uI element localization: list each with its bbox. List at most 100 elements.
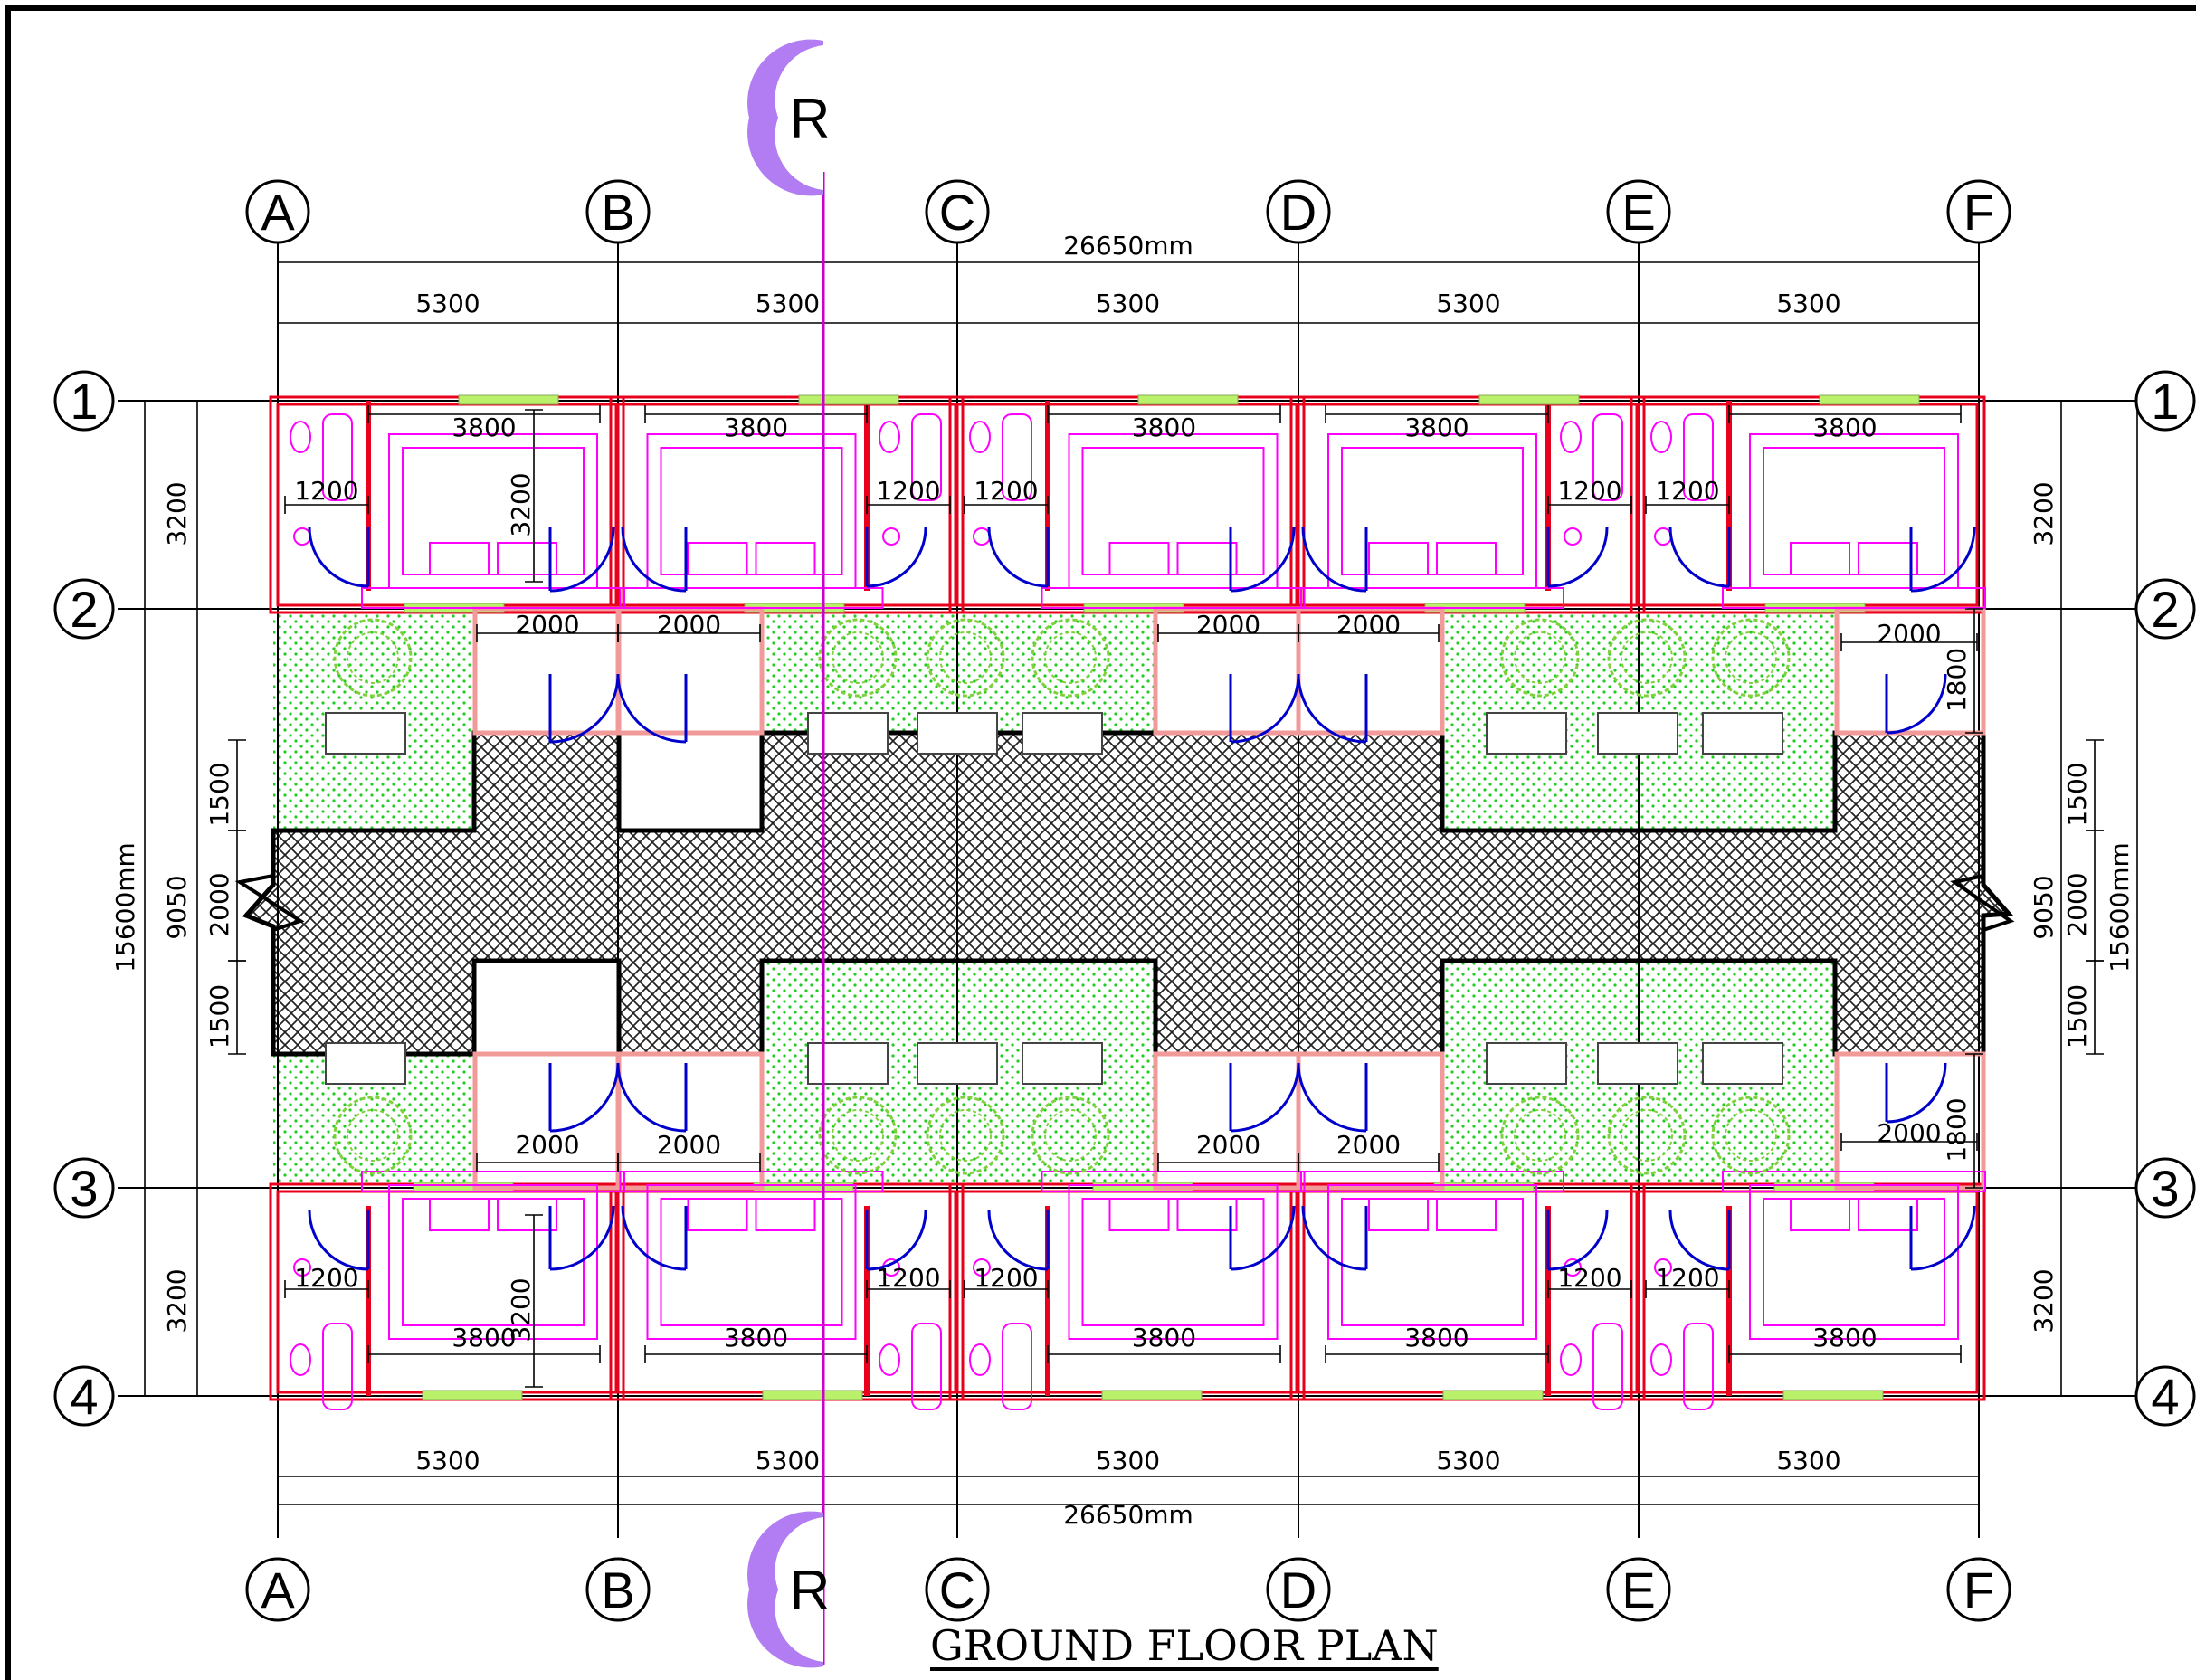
door-swing — [1297, 673, 1367, 744]
dim-bay-top-1-label: 5300 — [415, 289, 480, 318]
lobby-extra-1-bottom — [1296, 1051, 1445, 1191]
dim-room-depth-right-bottom — [2052, 1187, 2070, 1397]
window-top-4 — [1478, 394, 1580, 405]
grid-bubble-F-top: F — [1946, 179, 2011, 244]
grid-bubble-label: A — [261, 1561, 295, 1618]
grid-bubble-circle — [925, 179, 990, 244]
door-swing — [1297, 1062, 1367, 1133]
headboard — [1300, 1171, 1564, 1192]
pillow — [1790, 1198, 1850, 1231]
bed-bottom-5 — [1722, 1171, 1986, 1340]
door-lobby-D-bottom-right — [1297, 1062, 1368, 1133]
shrub-inner — [347, 1109, 399, 1162]
dim-bath-top-2 — [866, 496, 951, 514]
dim-bedroom-top-1-label: 3800 — [452, 413, 516, 442]
toilet — [1560, 1343, 1582, 1376]
grid-bubble-circle — [245, 179, 310, 244]
dim-bay-top-5-label: 5300 — [1776, 289, 1840, 318]
bathtub — [1683, 413, 1714, 501]
door-swing — [621, 1205, 687, 1271]
door-bath-top-1 — [308, 527, 370, 588]
shrub-outline — [1607, 618, 1687, 698]
dim-bath-bottom-1-label: 1200 — [294, 1263, 358, 1293]
door-bath-top-4 — [1546, 527, 1609, 588]
basin — [882, 527, 900, 546]
dim-lobby-F-bottom — [1840, 1133, 1978, 1151]
bed-mattress — [1341, 447, 1524, 575]
grid-bubble-label: D — [1280, 184, 1317, 241]
shrub-inner — [1621, 631, 1673, 684]
grid-bubble-label: 3 — [2151, 1160, 2179, 1217]
grid-bubble-label: A — [261, 184, 295, 241]
dim-bay-top-3-label: 5300 — [1096, 289, 1160, 318]
dim-bay-bottom-3-label: 5300 — [1096, 1446, 1160, 1476]
dim-bay-top-2-label: 5300 — [756, 289, 820, 318]
grid-bubble-circle — [1946, 179, 2011, 244]
grid-bubble-circle — [1946, 1557, 2011, 1622]
dim-bay-bottom-5 — [1638, 1467, 1980, 1485]
dim-bedroom-top-4-label: 3800 — [1404, 413, 1469, 442]
bathroom-fixtures-bottom-5 — [1650, 1258, 1714, 1410]
dim-bedroom-bottom-3-label: 3800 — [1132, 1323, 1196, 1353]
door-swing — [621, 527, 687, 593]
grid-bubble-B-top: B — [585, 179, 651, 244]
pillow — [1176, 542, 1238, 575]
door-swing — [1301, 1205, 1367, 1271]
dim-bedroom-bottom-1 — [367, 1345, 601, 1363]
dim-room-depth-bottom-A — [525, 1214, 543, 1388]
toilet — [969, 421, 991, 453]
bench-top-5 — [1486, 712, 1567, 755]
grid-bubble-D-top: D — [1266, 179, 1331, 244]
dim-bedroom-bottom-2-label: 3800 — [724, 1323, 788, 1353]
dim-bath-bottom-1 — [284, 1280, 369, 1298]
grid-bubble-label: C — [939, 184, 975, 241]
bed-bottom-4 — [1300, 1171, 1564, 1340]
grid-bubble-label: 2 — [2151, 581, 2179, 638]
door-swing — [1668, 1210, 1730, 1271]
window-mid-bottom-4 — [1433, 1182, 1535, 1192]
grid-bubble-label: B — [601, 1561, 634, 1618]
door-swing — [308, 1210, 369, 1271]
dim-lobby-bottom-4-label: 2000 — [1336, 1130, 1401, 1160]
shrub-outline — [1711, 1096, 1791, 1175]
shrub-inner — [939, 631, 992, 684]
bed-frame — [1749, 1184, 1959, 1340]
dim-bedroom-top-2 — [644, 405, 868, 423]
door-swing — [1230, 527, 1296, 593]
bed-frame — [646, 1184, 857, 1340]
basin — [973, 1258, 991, 1277]
headboard — [1722, 587, 1986, 609]
bench-top-6 — [1597, 712, 1678, 755]
dim-room-depth-left-bottom — [188, 1187, 206, 1397]
dim-bedroom-top-5-label: 3800 — [1812, 413, 1877, 442]
grid-bubble-B-bottom: B — [585, 1557, 651, 1622]
grid-bubble-label: F — [1963, 184, 1994, 241]
grid-bubble-circle — [2134, 370, 2196, 432]
pillow — [429, 1198, 490, 1231]
toilet — [879, 421, 900, 453]
grid-bubble-1-right: 1 — [2134, 370, 2196, 432]
door-bath-top-3 — [987, 527, 1050, 588]
grid-bubble-label: C — [939, 1561, 975, 1618]
grid-bubble-A-bottom: A — [245, 1557, 310, 1622]
grid-bubble-label: 1 — [2151, 373, 2179, 430]
grid-bubble-label: E — [1621, 184, 1655, 241]
bathroom-fixtures-top-3 — [969, 413, 1032, 546]
grid-bubble-circle — [2134, 578, 2196, 640]
shrub-outline — [1031, 1096, 1110, 1175]
shrub-inner — [1725, 1109, 1777, 1162]
dim-lobby-bottom-1-label: 2000 — [515, 1130, 579, 1160]
dim-lobby-top-2-label: 2000 — [657, 610, 721, 640]
dim-room-depth-right-bottom-label: 3200 — [2029, 1268, 2058, 1333]
shrub-bottom-4 — [1031, 1096, 1110, 1175]
shrub-inner — [832, 631, 884, 684]
shrub-top-2 — [818, 618, 898, 698]
dim-bedroom-top-1 — [367, 405, 601, 423]
dim-bedroom-bottom-1-label: 3800 — [452, 1323, 516, 1353]
door-swing — [1910, 1205, 1976, 1271]
bench-top-4 — [1022, 712, 1103, 755]
doors — [308, 527, 1976, 1271]
bed-frame — [1749, 433, 1959, 589]
door-swing — [866, 527, 927, 588]
